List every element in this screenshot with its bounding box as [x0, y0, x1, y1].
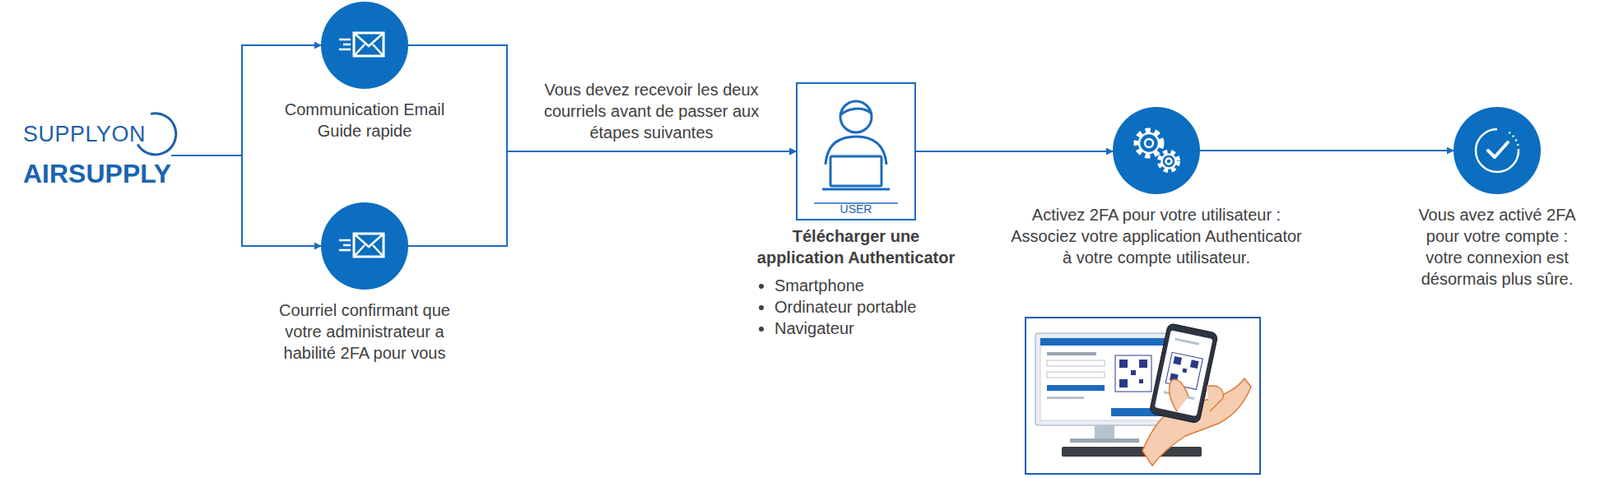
email-circle: Communication Email Guide rapide: [320, 1, 409, 89]
bullet-list: SmartphoneOrdinateur portableNavigateur: [753, 274, 959, 340]
flow-arrow: [408, 45, 796, 152]
flow-arrow: [1200, 149, 1454, 152]
step-caption-block: Télécharger une application Authenticato…: [753, 225, 959, 340]
step-caption: Communication Email Guide rapide: [269, 98, 460, 142]
user-label: USER: [797, 202, 915, 216]
product-name: AIRSUPPLY: [23, 158, 172, 190]
step-caption: Activez 2FA pour votre utilisateur : Ass…: [1004, 204, 1309, 269]
user-icon: [797, 83, 915, 219]
bullet-item: Ordinateur portable: [774, 296, 959, 318]
step-caption: Télécharger une application Authenticato…: [753, 225, 959, 269]
flow-arrow: [408, 151, 796, 247]
gears-icon: [1112, 106, 1200, 195]
step-caption: Courriel confirmant que votre administra…: [261, 299, 468, 364]
phone-scan-illustration: [1025, 317, 1261, 475]
flow-arrow: [171, 155, 321, 247]
supplyon-logo: SUPPLYON AIRSUPPLY: [23, 121, 172, 190]
edge-label: Vous devez recevoir les deux courriels a…: [528, 79, 776, 144]
settings-circle: Activez 2FA pour votre utilisateur : Ass…: [1112, 106, 1200, 195]
logo-text: SUPPLYON: [23, 121, 172, 148]
email-circle: Courriel confirmant que votre administra…: [320, 202, 409, 290]
envelope-icon: [320, 202, 409, 290]
flow-arrow: [916, 150, 1113, 153]
check-icon: [1453, 106, 1541, 195]
user-box: USERTélécharger une application Authenti…: [795, 82, 917, 221]
step-caption: Vous avez activé 2FA pour votre compte :…: [1409, 204, 1587, 290]
bullet-item: Smartphone: [774, 274, 959, 297]
done-circle: Vous avez activé 2FA pour votre compte :…: [1453, 106, 1541, 195]
envelope-icon: [320, 1, 409, 89]
bullet-item: Navigateur: [774, 317, 959, 340]
